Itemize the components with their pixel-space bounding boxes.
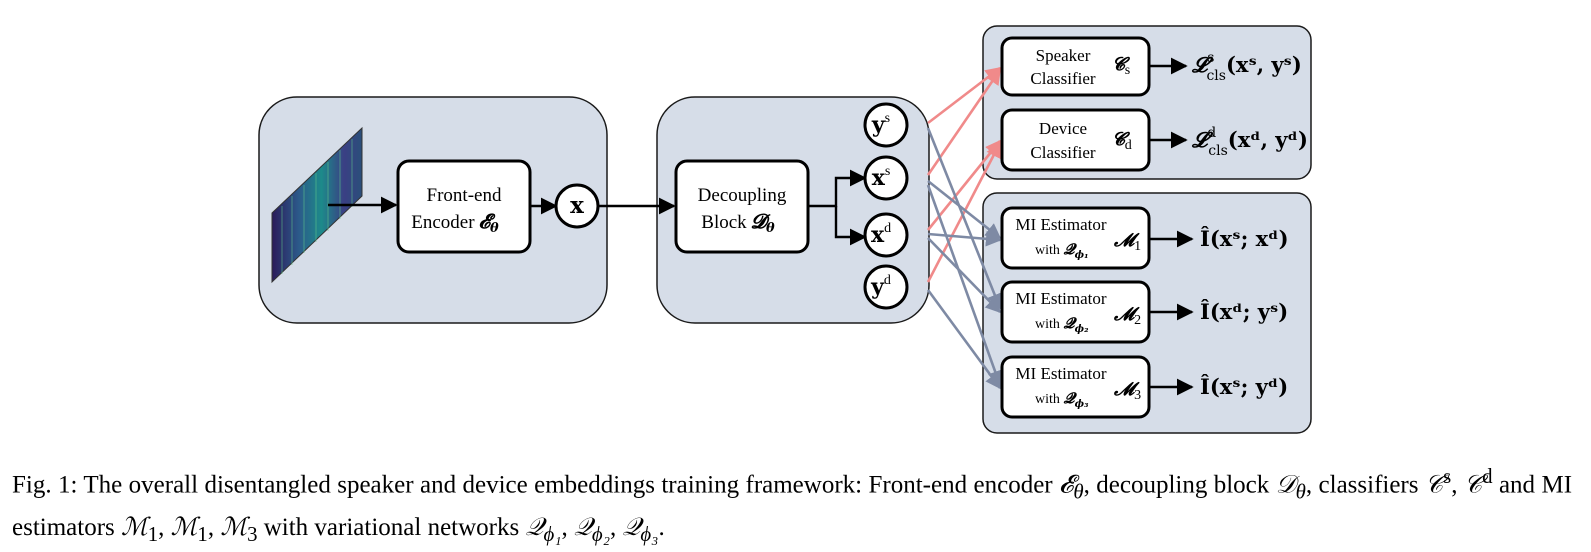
edge-xs-to-mi3 [926,184,1003,387]
svg-text:Device: Device [1039,119,1087,138]
edge-ys-to-mi2 [926,127,1003,310]
front-end-encoder-box [396,159,532,254]
svg-text:𝓜2: 𝓜2 [1113,304,1141,328]
svg-text:MI Estimator: MI Estimator [1015,289,1106,308]
decoupler-label-1: Decoupling [698,185,787,206]
svg-text:MI Estimator: MI Estimator [1015,215,1106,234]
embedding-yd: yd [863,264,909,310]
device-classifier: Device Classifier 𝓒d [1000,108,1151,172]
svg-text:𝓜3: 𝓜3 [1113,379,1141,403]
embedding-ys: ys [863,102,909,148]
svg-text:Classifier: Classifier [1030,143,1095,162]
arrow-decoupler-split [809,169,867,208]
mi1-output: Î(xˢ; xᵈ) [1200,226,1289,251]
svg-text:xd: xd [871,221,891,248]
svg-text:Classifier: Classifier [1030,69,1095,88]
spectrogram-input [271,126,363,284]
speaker-classifier: Speaker Classifier 𝓒s [1000,36,1151,97]
edge-yd-to-device [926,141,1002,283]
figure-caption: Fig. 1: The overall disentangled speaker… [12,464,1573,547]
decoupling-block-box [674,159,810,254]
x-node-label: x [570,192,584,219]
svg-text:xs: xs [872,164,891,191]
edge-xd-to-mi1 [927,231,1002,247]
x-node [554,183,600,229]
mi2-output: Î(xᵈ; yˢ) [1200,299,1288,324]
arrow-decoupler-split-d [834,206,867,246]
svg-text:yd: yd [870,273,891,300]
edge-yd-to-mi3 [926,289,1002,390]
svg-text:MI Estimator: MI Estimator [1015,364,1106,383]
svg-text:𝓜1: 𝓜1 [1113,230,1141,254]
encoder-label-1: Front-end [427,185,502,206]
svg-text:ys: ys [871,111,890,138]
mi3-output: Î(xˢ; yᵈ) [1200,374,1288,399]
svg-text:Speaker: Speaker [1036,46,1091,65]
embedding-xd: xd [863,212,909,258]
edge-xs-to-mi1 [927,179,1002,240]
embedding-xs: xs [863,155,909,201]
